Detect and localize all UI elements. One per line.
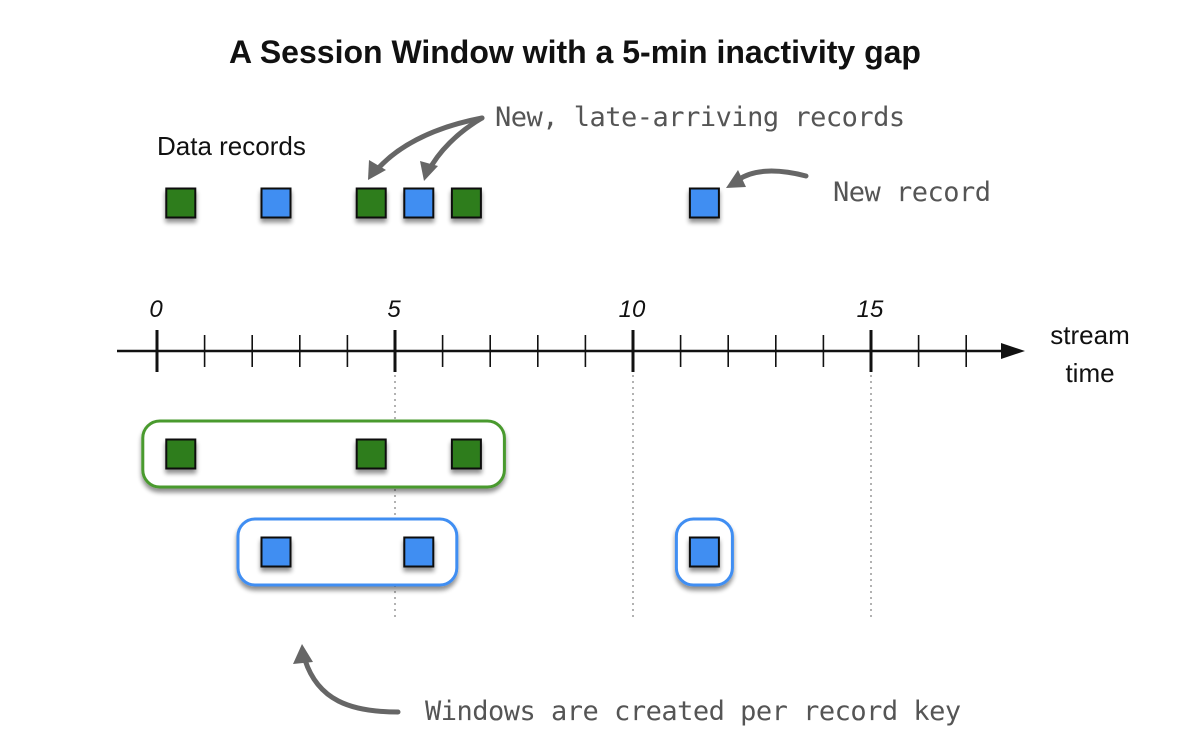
green-windowed-record-0: [165, 438, 197, 470]
green-record-4: [450, 187, 482, 219]
axis-label-time: time: [1065, 358, 1114, 388]
tick-group: [155, 330, 968, 372]
per-key-arrowhead: [293, 644, 313, 664]
green-record-0: [165, 187, 197, 219]
blue-record-3: [403, 187, 435, 219]
tick-label-15: 15: [857, 296, 884, 323]
gridline-group: [394, 375, 872, 620]
blue-windowed-record-5: [688, 536, 720, 568]
blue-windowed-record-1: [260, 536, 292, 568]
blue-windowed-record-3: [403, 536, 435, 568]
per-key-note: Windows are created per record key: [425, 696, 961, 727]
blue-record-1: [260, 187, 292, 219]
time-axis-arrowhead: [1001, 343, 1025, 359]
late-record-arrowhead-2: [420, 161, 438, 181]
tick-label-10: 10: [619, 296, 646, 323]
new-record-note: New record: [833, 177, 991, 208]
blue-session-window-1: [236, 517, 459, 587]
green-record-2: [355, 187, 387, 219]
per-key-arrow: [302, 657, 401, 715]
new-record-arrowhead: [726, 170, 746, 188]
green-session-window-0: [141, 419, 506, 489]
tick-label-5: 5: [387, 296, 401, 323]
blue-record-5: [688, 187, 720, 219]
session-window-group: [141, 419, 734, 587]
tick-label-0: 0: [149, 296, 163, 323]
green-windowed-record-2: [355, 438, 387, 470]
axis-label-stream: stream: [1050, 320, 1129, 350]
green-windowed-record-4: [450, 438, 482, 470]
late-arriving-note: New, late-arriving records: [495, 102, 905, 133]
late-record-arrow-1: [372, 115, 485, 175]
record-group: [165, 187, 720, 568]
new-record-arrow: [735, 168, 809, 183]
diagram-title: A Session Window with a 5-min inactivity…: [229, 34, 921, 70]
data-records-label: Data records: [157, 131, 306, 161]
late-record-arrowhead-1: [368, 160, 386, 180]
tick-labels: 0 5 10 15: [149, 296, 884, 323]
